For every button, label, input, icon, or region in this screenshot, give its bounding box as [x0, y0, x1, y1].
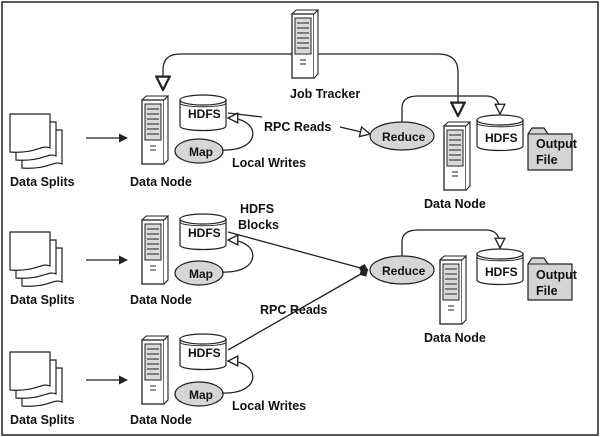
data-node-label: Data Node: [424, 197, 486, 211]
reduce-label: Reduce: [382, 130, 426, 144]
map-ellipse: [174, 138, 224, 164]
hdfs-blocks-to-reduce-line: [227, 231, 369, 274]
rpc-reads-label: RPC Reads: [260, 303, 327, 317]
data-node-label: Data Node: [130, 175, 192, 189]
local-writes-label: Local Writes: [232, 156, 306, 170]
data-node-server-icon: [141, 215, 169, 285]
rpc-reads-to-reduce-line: [227, 268, 369, 351]
data-node-label: Data Node: [130, 293, 192, 307]
hdfs-label: HDFS: [485, 265, 518, 279]
hdfs-label: HDFS: [188, 107, 221, 121]
reduce-to-hdfs-arrow: [401, 229, 500, 256]
job-tracker-to-reduce-node-arrow: [318, 53, 458, 116]
job-tracker-label: Job Tracker: [290, 87, 360, 101]
data-splits-icon: [9, 351, 63, 407]
local-write-loop: [221, 240, 254, 273]
output-file-label: File: [536, 284, 558, 298]
output-file-label: Output: [536, 137, 578, 151]
map-ellipse: [174, 260, 224, 286]
reduce-to-hdfs-arrow: [401, 95, 500, 122]
hdfs-label: HDFS: [485, 131, 518, 145]
map-label: Map: [189, 388, 213, 402]
data-splits-icon: [9, 113, 63, 169]
data-node-server-icon: [141, 95, 169, 165]
map-label: Map: [189, 267, 213, 281]
hdfs-blocks-label: HDFS: [240, 202, 274, 216]
reduce-label: Reduce: [382, 264, 426, 278]
data-node-server-icon: [439, 255, 467, 325]
data-splits-icon: [9, 231, 63, 287]
output-file-label: File: [536, 153, 558, 167]
job-tracker-to-datanode-arrow: [163, 53, 292, 90]
job-tracker-server-icon: [291, 9, 319, 79]
local-writes-label: Local Writes: [232, 399, 306, 413]
output-file-label: Output: [536, 268, 578, 282]
data-splits-label: Data Splits: [10, 413, 75, 427]
map-ellipse: [174, 381, 224, 407]
hdfs-label: HDFS: [188, 226, 221, 240]
data-splits-label: Data Splits: [10, 293, 75, 307]
rpc-line-segment-b: [339, 127, 370, 134]
rpc-line-segment-a: [227, 112, 263, 118]
data-node-server-icon: [141, 335, 169, 405]
rpc-reads-label: RPC Reads: [264, 120, 331, 134]
local-write-loop: [221, 118, 254, 151]
data-node-label: Data Node: [130, 413, 192, 427]
hdfs-blocks-label: Blocks: [238, 218, 279, 232]
hdfs-label: HDFS: [188, 346, 221, 360]
data-node-label: Data Node: [424, 331, 486, 345]
local-write-loop: [221, 361, 254, 394]
data-splits-label: Data Splits: [10, 175, 75, 189]
map-label: Map: [189, 145, 213, 159]
data-node-server-icon: [443, 121, 471, 191]
